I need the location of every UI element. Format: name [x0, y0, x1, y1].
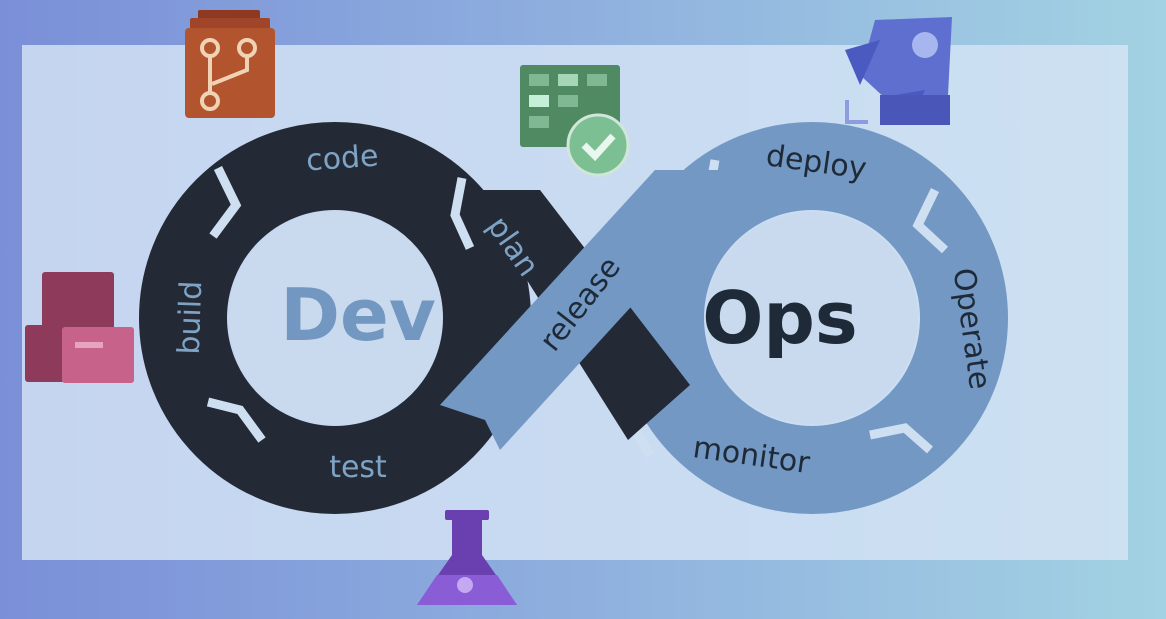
repos-icon	[185, 10, 275, 118]
dev-inner	[229, 212, 441, 424]
ops-ring	[616, 122, 1008, 514]
artifacts-icon	[25, 272, 134, 383]
stage-test: test	[329, 450, 387, 485]
stage-code: code	[305, 139, 380, 179]
test-plans-flask-icon	[417, 510, 517, 605]
release-band	[440, 170, 725, 450]
ops-inner	[706, 212, 918, 424]
dev-title: Dev	[280, 273, 436, 357]
dev-ring-separators	[206, 166, 475, 443]
ops-title: Ops	[702, 276, 858, 360]
stage-build: build	[172, 280, 210, 355]
dev-ring	[139, 122, 531, 514]
pipelines-rocket-icon	[845, 17, 952, 125]
boards-icon	[520, 65, 630, 177]
